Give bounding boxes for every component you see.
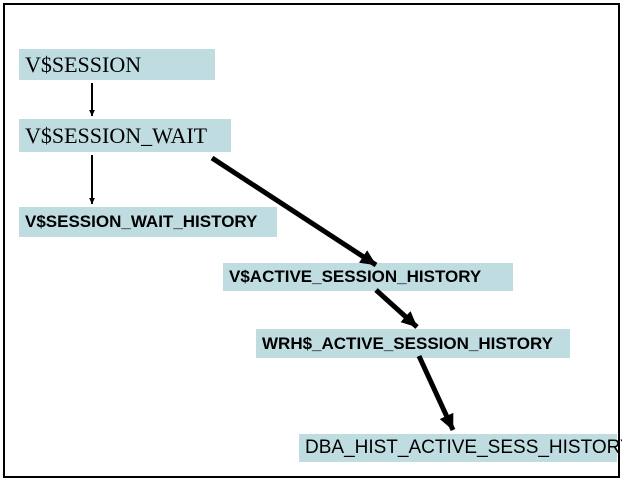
node-wrh-active-session-history: WRH$_ACTIVE_SESSION_HISTORY <box>256 329 570 358</box>
node-v-session-wait-history: V$SESSION_WAIT_HISTORY <box>19 207 277 237</box>
node-v-session: V$SESSION <box>19 49 215 80</box>
node-v-session-wait: V$SESSION_WAIT <box>19 119 231 152</box>
node-dba-hist-active-sess-history: DBA_HIST_ACTIVE_SESS_HISTORY <box>299 434 622 462</box>
diagram-frame-border <box>3 3 620 478</box>
node-v-active-session-history: V$ACTIVE_SESSION_HISTORY <box>223 263 513 291</box>
